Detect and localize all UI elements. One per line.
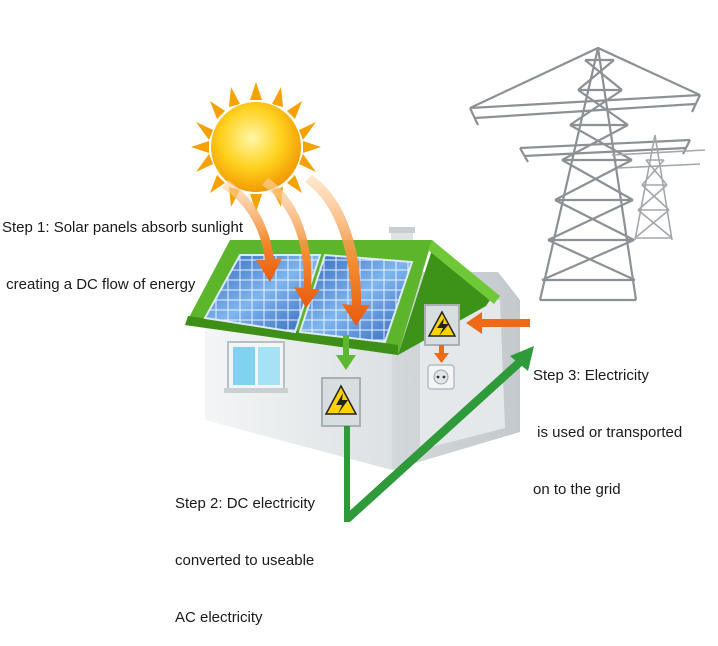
- solar-energy-diagram: [185, 46, 706, 522]
- ac-flow-arrow: [434, 345, 449, 363]
- window: [224, 341, 288, 393]
- high-voltage-icon: [437, 318, 449, 336]
- power-outlet-icon: [427, 364, 455, 390]
- step-1-line-1: Step 1: Solar panels absorb sunlight: [2, 219, 243, 236]
- transmission-tower-icon: [611, 134, 706, 241]
- grid-arrow: [466, 312, 530, 334]
- high-voltage-icon: [336, 393, 348, 414]
- step-3-caption: Step 3: Electricity is used or transport…: [533, 328, 682, 518]
- step-1-caption: Step 1: Solar panels absorb sunlight cre…: [2, 180, 243, 313]
- step-3-line-3: on to the grid: [533, 481, 621, 498]
- step-3-line-2: is used or transported: [533, 424, 683, 441]
- dc-flow-arrow: [336, 335, 356, 370]
- solar-panel-icon: [203, 254, 322, 334]
- step-3-line-1: Step 3: Electricity: [533, 367, 649, 384]
- step-2-caption: Step 2: DC electricity converted to usea…: [175, 456, 315, 646]
- sunlight-arrow: [222, 175, 370, 326]
- step-1-line-2: creating a DC flow of energy: [2, 276, 196, 293]
- grid-feed-arrow: [344, 346, 534, 522]
- step-2-line-1: Step 2: DC electricity: [175, 495, 316, 512]
- transmission-tower-icon: [469, 46, 701, 302]
- inverter-icon: [321, 377, 361, 427]
- step-2-line-3: AC electricity: [175, 609, 263, 626]
- step-2-line-2: converted to useable: [175, 552, 315, 569]
- sun-icon: [191, 82, 321, 212]
- inverter-icon: [424, 304, 460, 346]
